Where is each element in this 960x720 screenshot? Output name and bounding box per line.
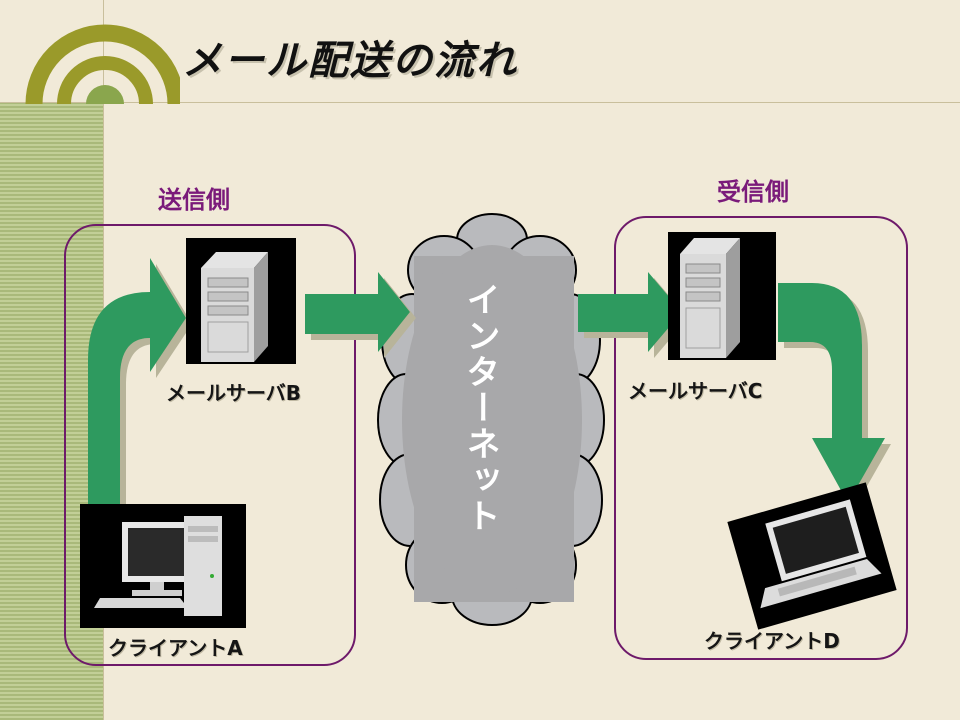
server-b-icon — [201, 252, 268, 362]
sender-side-label: 送信側 — [158, 186, 230, 214]
arrow-internet-to-server-c — [578, 272, 682, 352]
client-a-image — [80, 504, 246, 628]
internet-label: インターネット — [460, 282, 500, 534]
server-c-image — [668, 232, 776, 360]
server-b-image — [186, 238, 296, 364]
desktop-pc-icon — [94, 516, 222, 616]
server-c-label: メールサーバC — [628, 379, 763, 403]
receiver-side-label: 受信側 — [717, 178, 789, 206]
sender-box — [64, 224, 356, 666]
receiver-box — [614, 216, 908, 660]
page-title: メール配送の流れ — [182, 38, 518, 84]
client-d-label: クライアントD — [704, 629, 840, 653]
client-a-label: クライアントA — [108, 636, 243, 660]
server-c-icon — [680, 238, 740, 358]
laptop-icon — [760, 499, 882, 609]
server-b-label: メールサーバB — [166, 381, 302, 405]
arc-logo — [25, 24, 180, 104]
arrow-client-a-to-server-b — [88, 258, 186, 520]
client-d-image — [727, 482, 897, 630]
internet-cloud — [377, 213, 605, 626]
arrow-server-c-to-client-d — [778, 283, 885, 503]
header-rule — [0, 102, 960, 103]
arrow-server-b-to-internet — [305, 272, 410, 352]
